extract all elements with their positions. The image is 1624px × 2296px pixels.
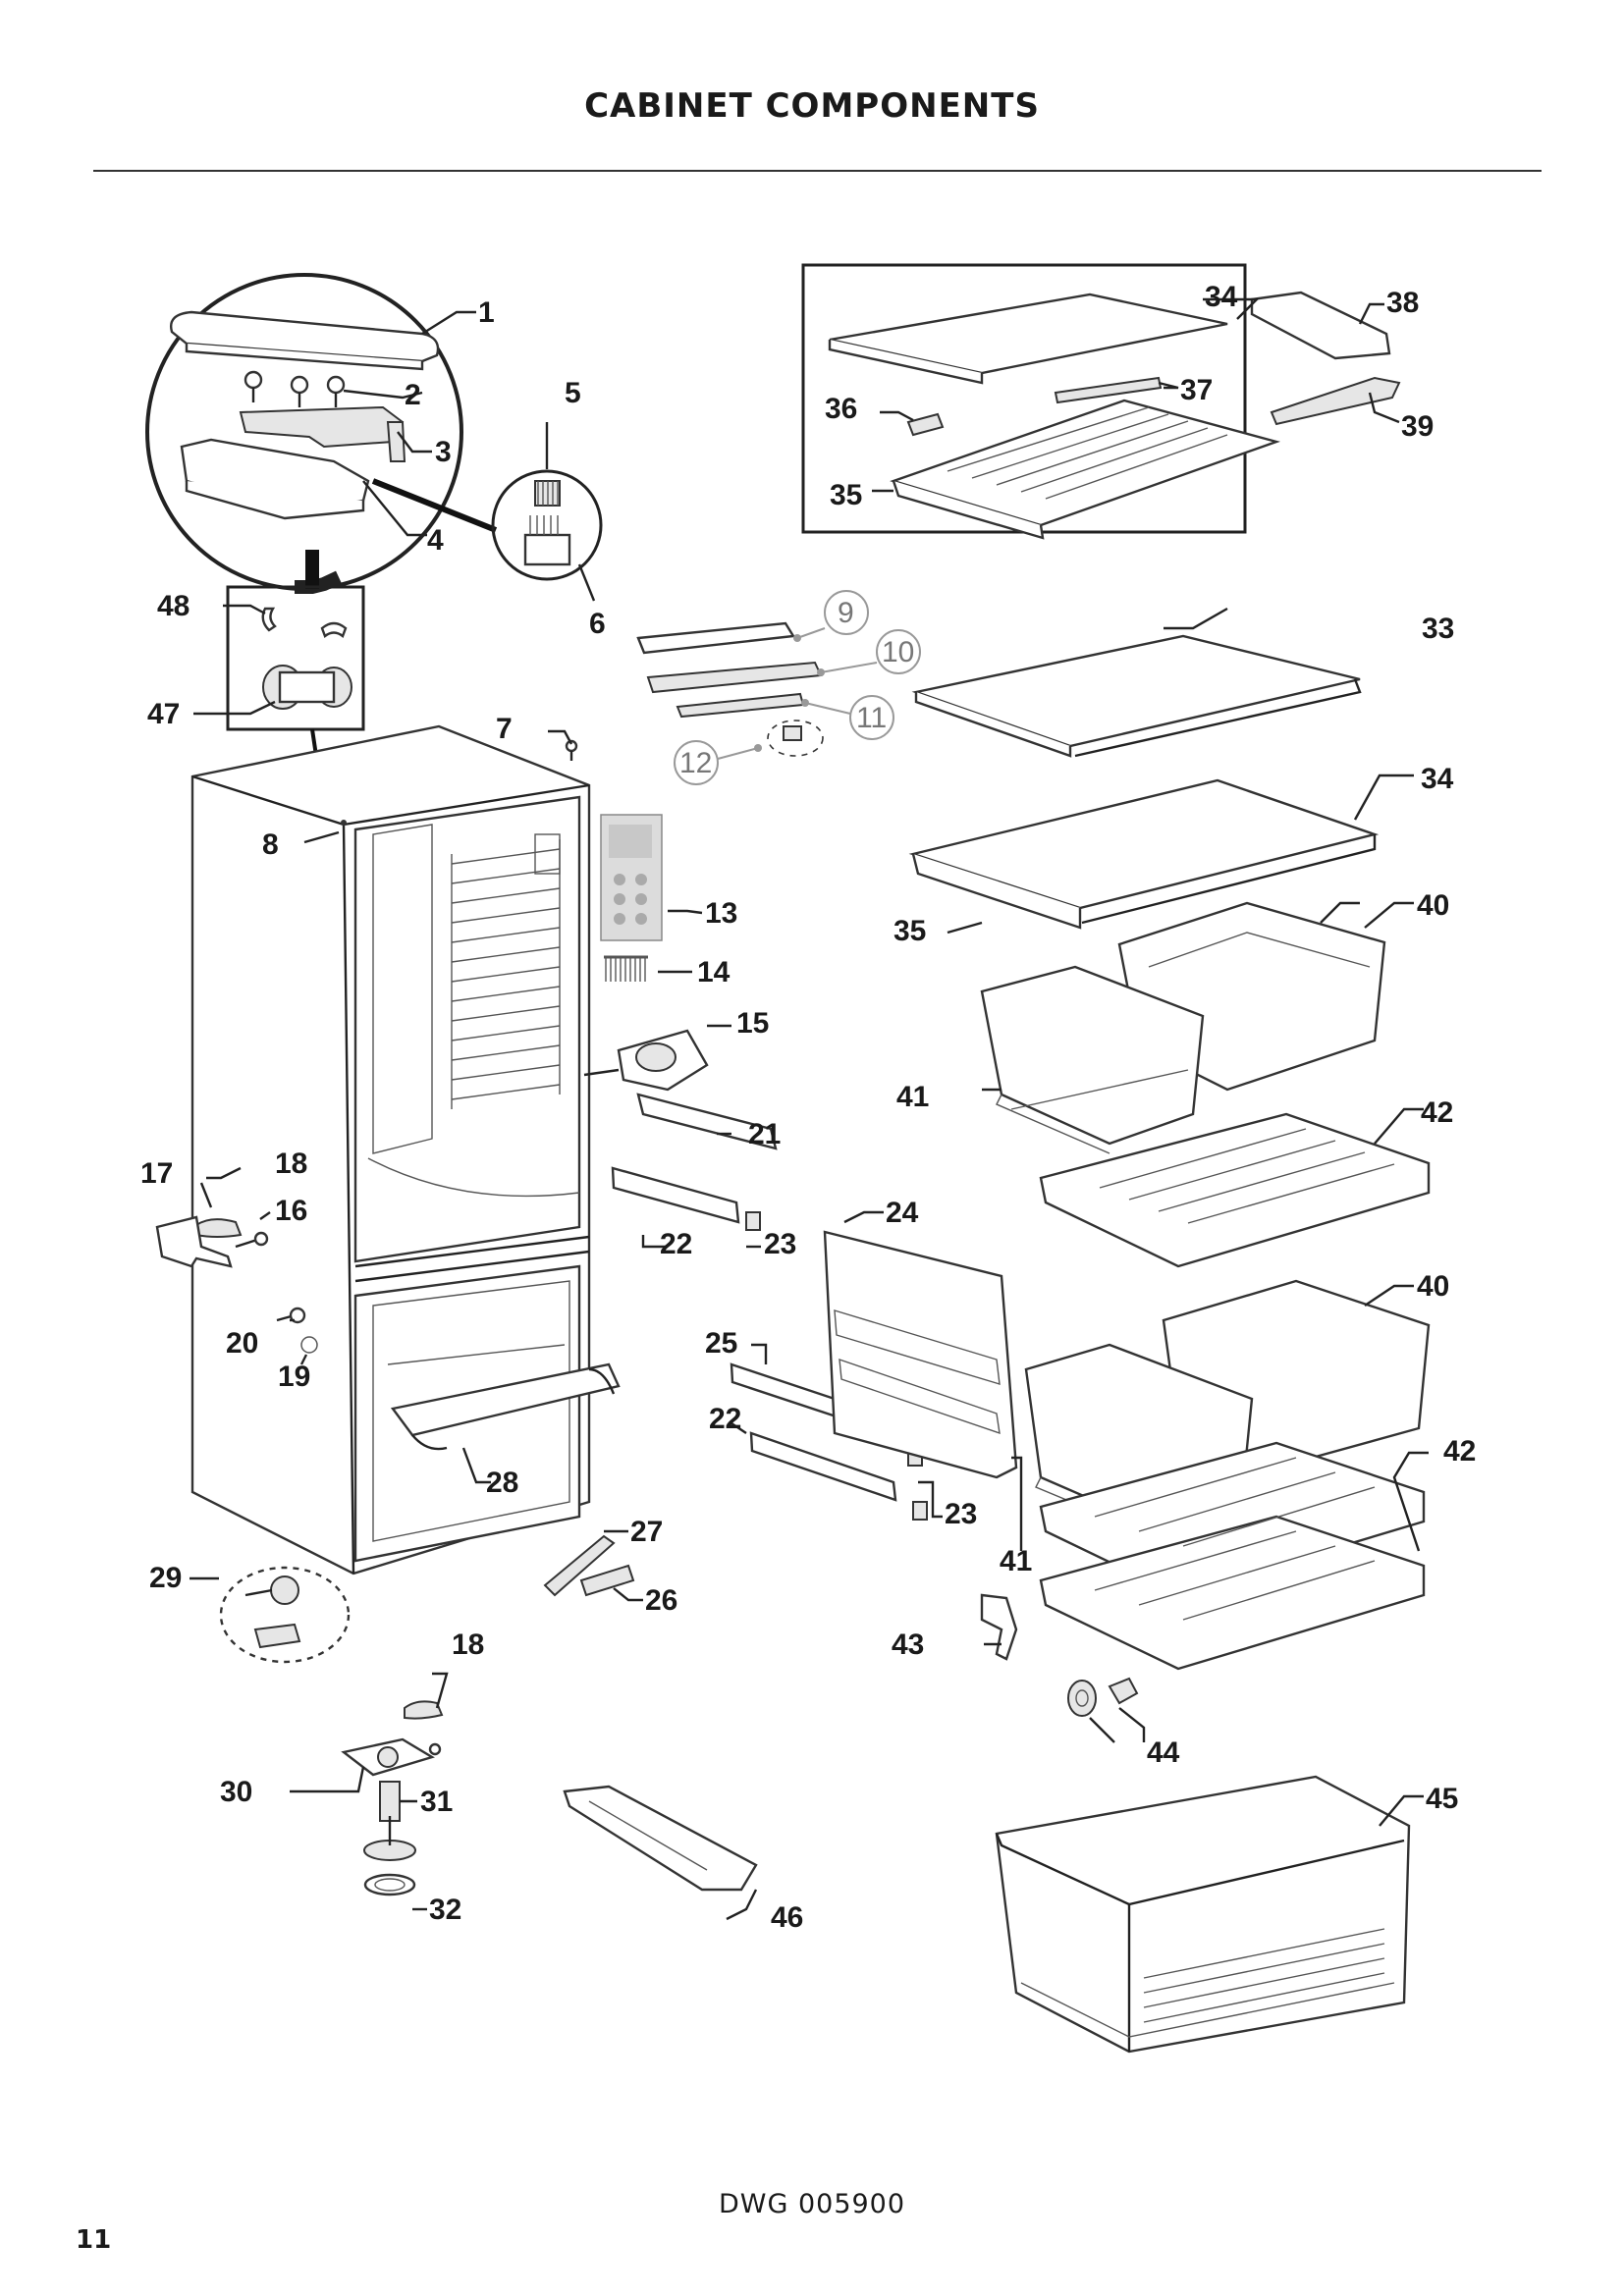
- clip-36: [906, 412, 945, 437]
- callout-24: 24: [886, 1197, 919, 1229]
- callout-35-lower: 35: [893, 915, 926, 947]
- callout-37: 37: [1180, 374, 1213, 406]
- page-number: 11: [76, 2225, 112, 2255]
- lower-hinge-parts: [155, 1215, 318, 1354]
- callout-29: 29: [149, 1562, 182, 1594]
- callout-20: 20: [226, 1327, 258, 1360]
- roller-44: [1067, 1677, 1139, 1717]
- callout-6: 6: [589, 608, 606, 640]
- callout-34-upper: 34: [1205, 281, 1238, 313]
- callout-11: 11: [856, 702, 887, 734]
- callout-30: 30: [220, 1776, 252, 1808]
- latch-43: [980, 1593, 1018, 1661]
- callout-14: 14: [697, 956, 731, 988]
- callout-15: 15: [736, 1007, 769, 1040]
- callout-35-upper: 35: [830, 479, 862, 511]
- callout-23-lower: 23: [945, 1498, 977, 1530]
- callout-36: 36: [825, 393, 857, 425]
- callout-18-upper: 18: [275, 1148, 307, 1180]
- hinge-base: [180, 438, 370, 520]
- callout-40-upper: 40: [1417, 889, 1449, 922]
- callout-labels: 1 2 3 4 5 6 7 8 9 10 11 12 13 14 15 16 1…: [140, 281, 1476, 1934]
- callout-41-upper: 41: [896, 1081, 929, 1113]
- leveling-foot-detail: [219, 1566, 351, 1664]
- crisper-tray-upper: [1039, 1112, 1431, 1268]
- shelf-tray-35a: [890, 399, 1281, 540]
- light-cover-group: [636, 621, 824, 757]
- callout-13: 13: [705, 897, 737, 930]
- callout-7: 7: [496, 713, 513, 745]
- hinge-bracket: [239, 405, 406, 462]
- callout-17: 17: [140, 1157, 173, 1190]
- callout-23-upper: 23: [764, 1228, 796, 1260]
- title-rule: [93, 170, 1542, 172]
- callout-40-lower: 40: [1417, 1270, 1449, 1303]
- freezer-drawer-front: [390, 1362, 621, 1451]
- callout-2: 2: [405, 379, 421, 411]
- callout-45: 45: [1426, 1783, 1458, 1815]
- callout-27: 27: [630, 1516, 663, 1548]
- callout-43: 43: [892, 1629, 924, 1661]
- callout-5: 5: [565, 377, 581, 409]
- callout-12: 12: [679, 747, 712, 779]
- callout-9: 9: [838, 597, 854, 629]
- grey-callout-circles: [674, 590, 921, 785]
- callout-48: 48: [157, 590, 189, 622]
- callout-39: 39: [1401, 410, 1434, 443]
- glass-shelf-33: [911, 634, 1362, 758]
- cabinet: [190, 724, 591, 1575]
- drawing-number: DWG 005900: [718, 2189, 906, 2219]
- callout-25: 25: [705, 1327, 737, 1360]
- callout-1: 1: [478, 296, 495, 329]
- lower-hinge-assembly: [341, 1700, 444, 1896]
- callout-42-upper: 42: [1421, 1096, 1453, 1129]
- callout-28: 28: [486, 1467, 518, 1499]
- hinge-cover: [170, 310, 440, 371]
- shelf-strip-37: [1054, 376, 1163, 404]
- callout-22-lower: 22: [709, 1403, 741, 1435]
- callout-44: 44: [1147, 1736, 1180, 1769]
- callout-47: 47: [147, 698, 180, 730]
- callout-10: 10: [882, 636, 914, 668]
- callout-16: 16: [275, 1195, 307, 1227]
- callout-8: 8: [262, 828, 279, 861]
- connector-detail-circle: [491, 469, 603, 581]
- hinge-screws: [244, 370, 346, 407]
- callout-22-upper: 22: [660, 1228, 692, 1260]
- callout-18-lower: 18: [452, 1629, 484, 1661]
- callout-31: 31: [420, 1786, 453, 1818]
- screw-7: [565, 739, 578, 761]
- freezer-bin: [995, 1775, 1411, 2054]
- callout-4: 4: [427, 524, 444, 557]
- callout-46: 46: [771, 1901, 803, 1934]
- crisper-trays-lower: [1039, 1441, 1426, 1671]
- callout-21: 21: [748, 1118, 781, 1150]
- callout-34-lower: 34: [1421, 763, 1454, 795]
- bottom-tray: [563, 1785, 758, 1892]
- callout-19: 19: [278, 1361, 310, 1393]
- callout-26: 26: [645, 1584, 677, 1617]
- callout-41-lower: 41: [1000, 1545, 1032, 1577]
- callout-33: 33: [1422, 613, 1454, 645]
- freezer-panel: [823, 1230, 1018, 1479]
- glass-shelf-34-35: [908, 778, 1380, 930]
- crisper-bins-upper: [980, 901, 1386, 1154]
- callout-42-lower: 42: [1443, 1435, 1476, 1468]
- fan-assembly: [583, 1029, 709, 1092]
- callout-38: 38: [1386, 287, 1419, 319]
- page-title: CABINET COMPONENTS: [584, 86, 1040, 126]
- callout-3: 3: [435, 436, 452, 468]
- upper-glass-shelf: [828, 293, 1228, 385]
- connector-strip: [604, 955, 648, 982]
- control-panel: [600, 814, 663, 941]
- water-fitting-detail: [226, 585, 365, 776]
- callout-32: 32: [429, 1894, 461, 1926]
- leader-lines: [189, 297, 1429, 1921]
- shelf-brackets-38-39: [1250, 291, 1401, 426]
